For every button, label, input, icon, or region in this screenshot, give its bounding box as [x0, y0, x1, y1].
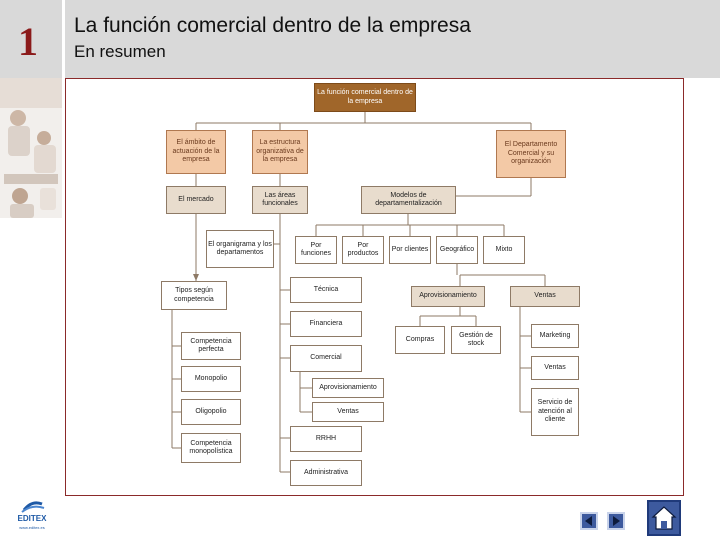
next-slide-button[interactable]	[607, 512, 625, 530]
node-administrativa: Administrativa	[290, 460, 362, 486]
node-el-mercado: El mercado	[166, 186, 226, 214]
diagram-root-node: La función comercial dentro de la empres…	[314, 83, 416, 112]
node-modelos-departamentalizacion: Modelos de departamentalización	[361, 186, 456, 214]
node-mixto: Mixto	[483, 236, 525, 264]
node-estructura-organizativa: La estructura organizativa de la empresa	[252, 130, 308, 174]
node-aprovisionamiento-sub: Aprovisionamiento	[312, 378, 384, 398]
side-photo-image	[0, 78, 62, 218]
arrow-left-icon	[585, 516, 592, 526]
node-rrhh: RRHH	[290, 426, 362, 452]
node-por-clientes: Por clientes	[389, 236, 431, 264]
page-title: La función comercial dentro de la empres…	[74, 14, 471, 37]
node-departamento-comercial: El Departamento Comercial y su organizac…	[496, 130, 566, 178]
node-por-funciones: Por funciones	[295, 236, 337, 264]
node-servicio-atencion: Servicio de atención al cliente	[531, 388, 579, 436]
node-ventas: Ventas	[510, 286, 580, 307]
home-icon	[651, 506, 677, 530]
previous-slide-button[interactable]	[580, 512, 598, 530]
node-comercial: Comercial	[290, 345, 362, 372]
node-tipos-competencia: Tipos según competencia	[161, 281, 227, 310]
node-competencia-perfecta: Competencia perfecta	[181, 332, 241, 360]
node-areas-funcionales: Las áreas funcionales	[252, 186, 308, 214]
node-ventas-leaf: Ventas	[531, 356, 579, 380]
header-divider	[62, 0, 65, 78]
editex-logo-mark-icon	[21, 501, 45, 513]
chapter-number: 1	[18, 19, 38, 64]
editex-logo-url: www.editex.es	[19, 525, 45, 530]
header-bar: 1 La función comercial dentro de la empr…	[0, 0, 720, 78]
node-organigrama: El organigrama y los departamentos	[206, 230, 274, 268]
node-oligopolio: Oligopolio	[181, 399, 241, 425]
node-compras: Compras	[395, 326, 445, 354]
node-marketing: Marketing	[531, 324, 579, 348]
node-tecnica: Técnica	[290, 277, 362, 303]
node-financiera: Financiera	[290, 311, 362, 337]
node-por-productos: Por productos	[342, 236, 384, 264]
node-competencia-monopolistica: Competencia monopolística	[181, 433, 241, 463]
node-geografico: Geográfico	[436, 236, 478, 264]
node-monopolio: Monopolio	[181, 366, 241, 392]
editex-logo: EDITEX www.editex.es	[8, 498, 56, 538]
editex-logo-text: EDITEX	[17, 514, 47, 523]
home-button[interactable]	[647, 500, 681, 536]
page-subtitle: En resumen	[74, 42, 166, 61]
node-aprovisionamiento: Aprovisionamiento	[411, 286, 485, 307]
node-ventas-sub: Ventas	[312, 402, 384, 422]
node-ambito-actuacion: El ámbito de actuación de la empresa	[166, 130, 226, 174]
arrow-right-icon	[613, 516, 620, 526]
node-gestion-stock: Gestión de stock	[451, 326, 501, 354]
